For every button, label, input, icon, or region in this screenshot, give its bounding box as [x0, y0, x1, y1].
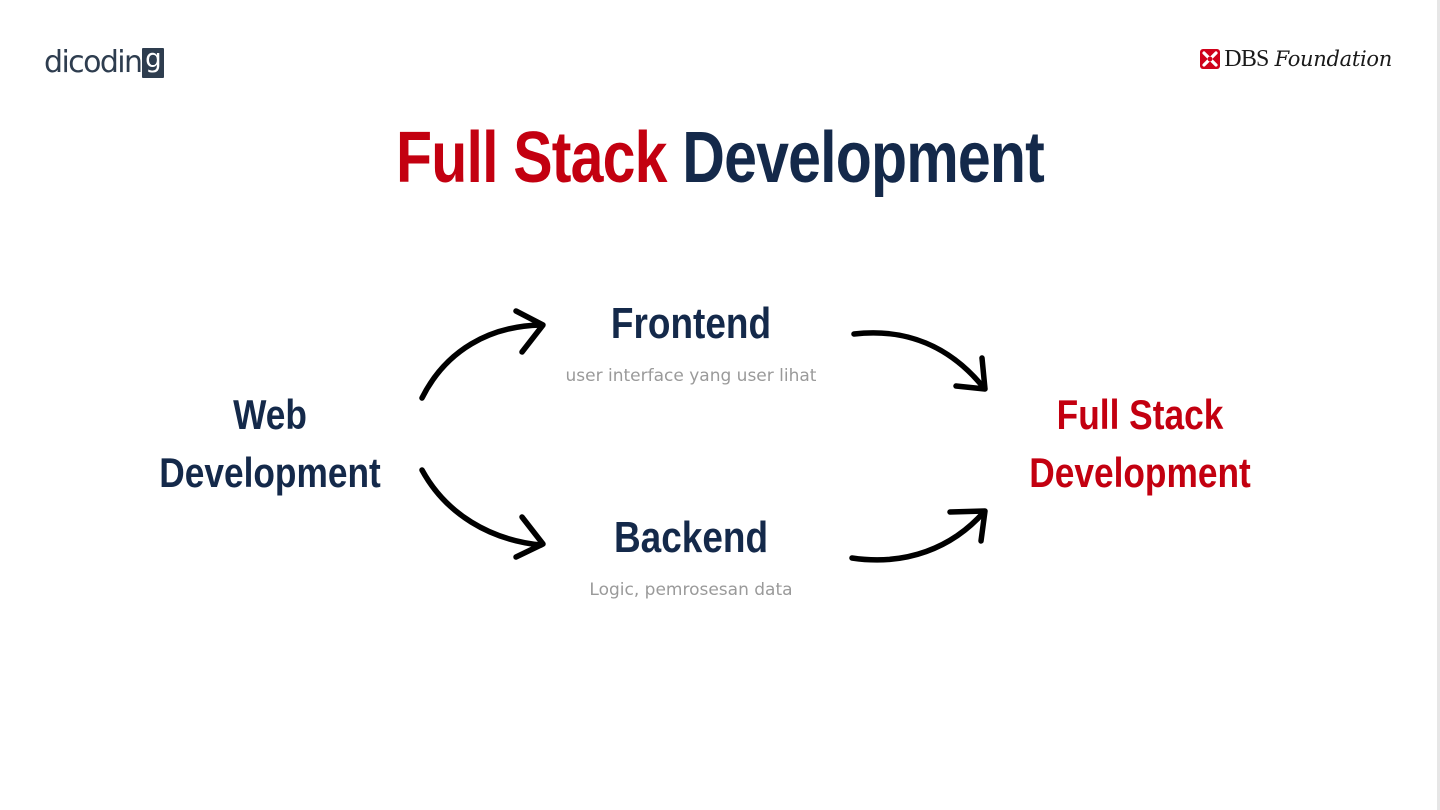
node-fullstack-line1: Full Stack — [1056, 391, 1224, 438]
title-highlight: Full Stack — [395, 118, 668, 198]
page-title: Full Stack Development — [130, 116, 1311, 200]
node-frontend-label: Frontend — [610, 299, 772, 348]
dbs-foundation-logo: DBS Foundation — [1200, 42, 1392, 76]
arrow-web-to-frontend — [419, 308, 546, 401]
node-backend-description: Logic, pemrosesan data — [589, 580, 793, 600]
node-web-line2: Development — [159, 449, 381, 496]
arrow-frontend-to-fullstack — [851, 330, 988, 392]
node-backend-label: Backend — [613, 513, 769, 562]
dbs-cross-icon — [1200, 49, 1221, 69]
arrow-web-to-backend — [419, 467, 546, 560]
node-frontend-description: user interface yang user lihat — [565, 366, 817, 386]
node-web-line1: Web — [233, 391, 307, 438]
dicoding-logo-text: dicodin — [44, 45, 143, 80]
node-full-stack-development: Full Stack Development — [980, 386, 1300, 502]
title-rest: Development — [682, 118, 1045, 198]
dbs-logo-name: DBS — [1224, 46, 1269, 72]
arrow-backend-to-fullstack — [849, 508, 988, 563]
dicoding-logo: dicodin g — [44, 38, 165, 80]
dbs-logo-foundation: Foundation — [1274, 47, 1393, 71]
slide-right-edge — [1437, 0, 1440, 810]
dicoding-logo-g-block: g — [142, 46, 165, 78]
node-backend: Backend Logic, pemrosesan data — [531, 512, 851, 616]
node-fullstack-line2: Development — [1029, 449, 1251, 496]
node-web-development: Web Development — [110, 386, 430, 502]
node-frontend: Frontend user interface yang user lihat — [531, 298, 851, 402]
